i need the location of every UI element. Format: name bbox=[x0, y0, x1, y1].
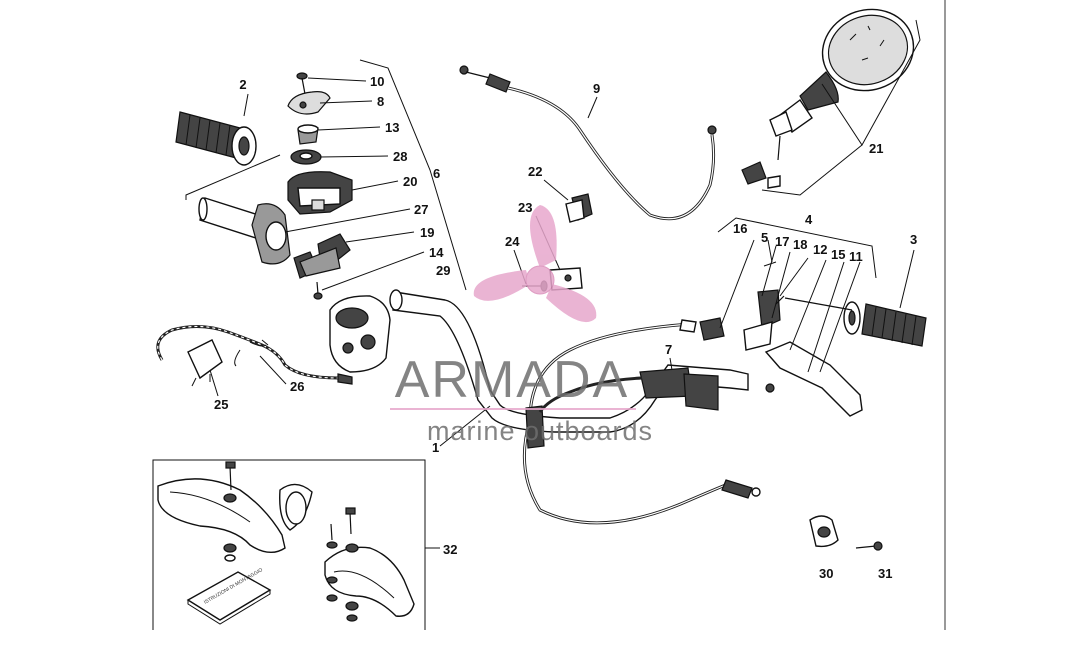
screw-31 bbox=[855, 541, 883, 551]
callout-25: 25 bbox=[214, 397, 228, 412]
callout-20: 20 bbox=[403, 174, 417, 189]
callout-9: 9 bbox=[593, 81, 600, 96]
callout-4: 4 bbox=[805, 212, 813, 227]
callout-2: 2 bbox=[239, 77, 246, 92]
callout-6: 6 bbox=[433, 166, 440, 181]
callout-32: 32 bbox=[443, 542, 457, 557]
callout-12: 12 bbox=[813, 242, 827, 257]
callout-18: 18 bbox=[793, 237, 807, 252]
throttle-tube bbox=[198, 197, 291, 265]
callout-22: 22 bbox=[528, 164, 542, 179]
housing-lower-19 bbox=[293, 233, 351, 279]
callout-31: 31 bbox=[878, 566, 892, 581]
clamp-30 bbox=[809, 515, 839, 548]
leader-bracket-6 bbox=[359, 59, 467, 291]
callout-21: 21 bbox=[869, 141, 883, 156]
wiring-harness bbox=[156, 325, 353, 387]
callout-8: 8 bbox=[377, 94, 384, 109]
screw-14 bbox=[313, 281, 323, 300]
propeller-logo-icon bbox=[473, 205, 597, 323]
leader-bracket-left bbox=[185, 154, 281, 200]
throttle-housing-20 bbox=[287, 171, 353, 215]
lever-assembly-4 bbox=[699, 239, 863, 417]
inset-box bbox=[152, 459, 440, 630]
leader-bracket-4 bbox=[717, 217, 877, 279]
callout-5: 5 bbox=[761, 230, 768, 245]
right-grip bbox=[843, 301, 927, 347]
callout-10: 10 bbox=[370, 74, 384, 89]
switch-unit-right bbox=[538, 367, 719, 413]
callout-3: 3 bbox=[910, 232, 917, 247]
callout-27: 27 bbox=[414, 202, 428, 217]
handlebar bbox=[389, 289, 749, 433]
callout-24: 24 bbox=[505, 234, 520, 249]
callout-30: 30 bbox=[819, 566, 833, 581]
callout-7: 7 bbox=[665, 342, 672, 357]
callout-17: 17 bbox=[775, 234, 789, 249]
callout-29: 29 bbox=[436, 263, 450, 278]
washer-28 bbox=[290, 149, 322, 165]
callout-26: 26 bbox=[290, 379, 304, 394]
callout-11: 11 bbox=[849, 249, 863, 264]
leader-lines-right bbox=[719, 239, 861, 373]
throttle-cable-9 bbox=[459, 65, 717, 221]
mirror-21 bbox=[741, 8, 921, 196]
left-grip bbox=[175, 111, 257, 166]
callout-15: 15 bbox=[831, 247, 845, 262]
watermark-tagline: marine outboards bbox=[427, 416, 653, 446]
bush-13 bbox=[297, 124, 319, 145]
callout-19: 19 bbox=[420, 225, 434, 240]
clamp-22 bbox=[565, 193, 593, 223]
watermark-logo: ARMADA marine outboards bbox=[390, 205, 653, 446]
callout-16: 16 bbox=[733, 221, 747, 236]
callout-1: 1 bbox=[432, 440, 439, 455]
callout-28: 28 bbox=[393, 149, 407, 164]
cover-8 bbox=[287, 91, 331, 115]
switch-block-29 bbox=[329, 295, 391, 373]
screw-10 bbox=[296, 72, 308, 95]
watermark-brand: ARMADA bbox=[395, 351, 629, 409]
callout-14: 14 bbox=[429, 245, 444, 260]
callout-23: 23 bbox=[518, 200, 532, 215]
clutch-cable-7 bbox=[522, 319, 761, 525]
callout-13: 13 bbox=[385, 120, 399, 135]
